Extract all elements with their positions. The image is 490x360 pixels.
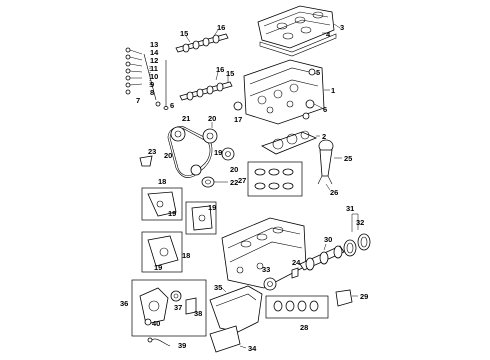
sensor-24 (291, 267, 299, 279)
cam-sprocket-17 (233, 101, 243, 111)
callout-7: 7 (136, 96, 140, 105)
callout-6a: 6 (323, 105, 327, 114)
piston-and-rod (317, 139, 334, 185)
head-gasket (261, 130, 318, 155)
callout-21: 21 (182, 114, 190, 123)
callout-20b: 20 (208, 114, 216, 123)
callout-31: 31 (346, 204, 354, 213)
callout-20a: 20 (164, 151, 172, 160)
callout-25: 25 (344, 154, 352, 163)
callout-19d: 19 (154, 263, 162, 272)
crankshaft (299, 245, 345, 271)
callout-38: 38 (194, 309, 202, 318)
callout-9: 9 (150, 80, 154, 89)
callout-23: 23 (148, 147, 156, 156)
camshaft-lower (179, 81, 233, 101)
callout-15b: 15 (226, 69, 234, 78)
callout-20c: 20 (230, 165, 238, 174)
rear-main-seal (343, 233, 371, 257)
callout-15a: 15 (180, 29, 188, 38)
callout-30: 30 (324, 235, 332, 244)
callout-39: 39 (178, 341, 186, 350)
callout-33: 33 (262, 265, 270, 274)
callout-27: 27 (238, 176, 246, 185)
callout-16a: 16 (217, 23, 225, 32)
callout-26: 26 (330, 188, 338, 197)
callout-12: 12 (150, 56, 158, 65)
piston-rings-27 (247, 161, 303, 197)
callout-16b: 16 (216, 65, 224, 74)
callout-37: 37 (174, 303, 182, 312)
callout-36: 36 (120, 299, 128, 308)
crank-pulley-22 (201, 176, 215, 188)
cylinder-head (243, 59, 325, 125)
callout-34: 34 (248, 344, 257, 353)
callout-19c: 19 (208, 203, 216, 212)
crank-sprocket (190, 164, 202, 176)
callout-29: 29 (360, 292, 368, 301)
dowel-6 (302, 112, 310, 120)
callout-14: 14 (150, 48, 159, 57)
timing-cover-lower (141, 231, 183, 273)
callout-40: 40 (152, 319, 160, 328)
callout-35: 35 (214, 283, 222, 292)
callout-8: 8 (150, 88, 154, 97)
camshaft-upper (175, 33, 229, 53)
plug-5 (308, 68, 316, 76)
tensioner-pulley (221, 147, 235, 161)
main-bearings (265, 295, 329, 319)
bearing-29 (335, 289, 353, 307)
oil-pan (209, 285, 263, 353)
callout-5: 5 (316, 68, 320, 77)
idler-23 (139, 155, 153, 167)
callout-18b: 18 (182, 251, 190, 260)
timing-cover-upper (141, 187, 183, 221)
callout-22: 22 (230, 178, 238, 187)
callout-2: 2 (322, 132, 326, 141)
valve-train-parts (125, 47, 169, 110)
callout-24: 24 (292, 258, 301, 267)
seal-6 (305, 99, 315, 109)
callout-32: 32 (356, 218, 364, 227)
valve-cover (257, 5, 335, 49)
oil-pump-group (131, 279, 207, 337)
cam-pulley-left (170, 126, 186, 142)
callout-10: 10 (150, 72, 158, 81)
crank-gear-33 (263, 277, 277, 291)
callout-28: 28 (300, 323, 308, 332)
callout-13: 13 (150, 40, 158, 49)
callout-17: 17 (234, 115, 242, 124)
callout-11: 11 (150, 64, 158, 73)
callout-1: 1 (331, 86, 335, 95)
callout-4: 4 (326, 30, 331, 39)
callout-3: 3 (340, 23, 344, 32)
callout-19a: 19 (214, 148, 222, 157)
valve-cover-gasket (259, 33, 337, 57)
callout-19b: 19 (168, 209, 176, 218)
callout-6b: 6 (170, 101, 174, 110)
cam-pulley-right (202, 128, 218, 144)
callout-18a: 18 (158, 177, 166, 186)
timing-cover-mid (185, 201, 217, 235)
oil-dipstick-39 (147, 337, 171, 347)
